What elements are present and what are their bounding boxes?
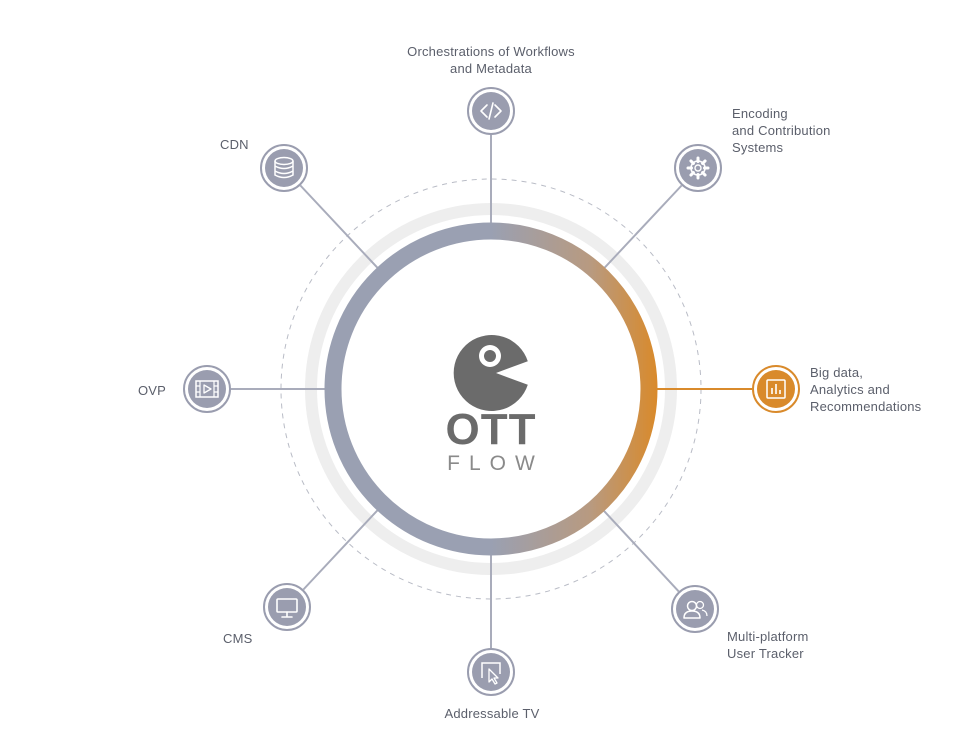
bar-chart-icon: [766, 379, 786, 399]
label-encoding: Encoding and Contribution Systems: [732, 106, 831, 155]
gear-icon: [686, 156, 710, 180]
label-bigdata: Big data, Analytics and Recommendations: [810, 365, 922, 414]
connector-encoding: [598, 184, 683, 275]
label-addressable: Addressable TV: [444, 706, 540, 721]
node-workflows[interactable]: [467, 87, 515, 135]
connector-tracker: [597, 504, 680, 593]
logo-mark: [453, 335, 528, 411]
users-icon: [683, 600, 708, 619]
monitor-icon: [276, 598, 298, 618]
node-cdn[interactable]: [260, 144, 308, 192]
label-workflows: Orchestrations of Workflows and Metadata: [407, 44, 575, 76]
node-group: [183, 87, 800, 696]
label-cdn: CDN: [220, 137, 249, 152]
node-addressable[interactable]: [467, 648, 515, 696]
node-encoding[interactable]: [674, 144, 722, 192]
connectors: [231, 135, 752, 648]
label-cms: CMS: [223, 631, 253, 646]
label-tracker: Multi-platform User Tracker: [727, 629, 809, 661]
node-tracker[interactable]: [671, 585, 719, 633]
database-icon: [274, 156, 294, 179]
node-ovp[interactable]: [183, 365, 231, 413]
video-icon: [195, 380, 219, 398]
cursor-icon: [481, 662, 501, 685]
node-bigdata[interactable]: [752, 365, 800, 413]
label-ovp: OVP: [138, 383, 167, 398]
connector-cms: [302, 503, 384, 591]
wordmark-flow: FLOW: [447, 452, 544, 475]
node-cms[interactable]: [263, 583, 311, 631]
wordmark: OTT FLOW: [391, 408, 591, 476]
wordmark-ott: OTT: [445, 405, 537, 454]
code-icon: [480, 102, 502, 120]
connector-cdn: [299, 184, 384, 275]
